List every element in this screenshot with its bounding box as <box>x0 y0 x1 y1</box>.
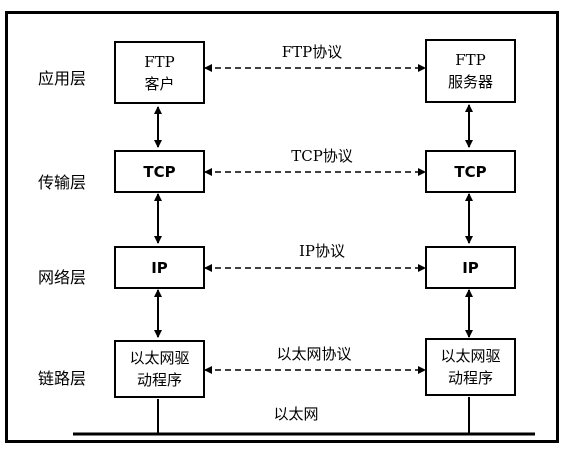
left-ip-label: IP <box>151 258 168 277</box>
ftp-protocol-label: FTP协议 <box>281 43 343 61</box>
ethernet-protocol-label: 以太网协议 <box>276 345 352 363</box>
right-ip-box: IP <box>425 246 516 289</box>
right-tcp-box: TCP <box>425 150 516 193</box>
left-ftp-client-label: FTP 客户 <box>144 52 175 93</box>
right-ethernet-driver-label: 以太网驱 动程序 <box>440 347 501 387</box>
layer-label-network: 网络层 <box>38 268 87 287</box>
layer-label-link: 链路层 <box>38 369 87 388</box>
layer-label-application: 应用层 <box>38 69 87 88</box>
left-tcp-label: TCP <box>143 162 176 181</box>
left-ethernet-driver-box: 以太网驱 动程序 <box>114 340 205 398</box>
tcp-protocol-label: TCP协议 <box>291 147 353 165</box>
left-ethernet-driver-label: 以太网驱 动程序 <box>129 349 190 389</box>
ip-protocol-label: IP协议 <box>298 242 346 260</box>
right-ip-label: IP <box>462 258 479 277</box>
right-tcp-label: TCP <box>454 162 487 181</box>
ethernet-medium-label: 以太网 <box>273 405 319 423</box>
left-ftp-client-box: FTP 客户 <box>114 41 205 104</box>
layer-label-transport: 传输层 <box>38 173 87 192</box>
right-ftp-server-box: FTP 服务器 <box>425 39 516 103</box>
right-ftp-server-label: FTP 服务器 <box>447 51 493 91</box>
left-ip-box: IP <box>114 246 205 289</box>
left-tcp-box: TCP <box>114 150 205 193</box>
right-ethernet-driver-box: 以太网驱 动程序 <box>425 338 516 396</box>
